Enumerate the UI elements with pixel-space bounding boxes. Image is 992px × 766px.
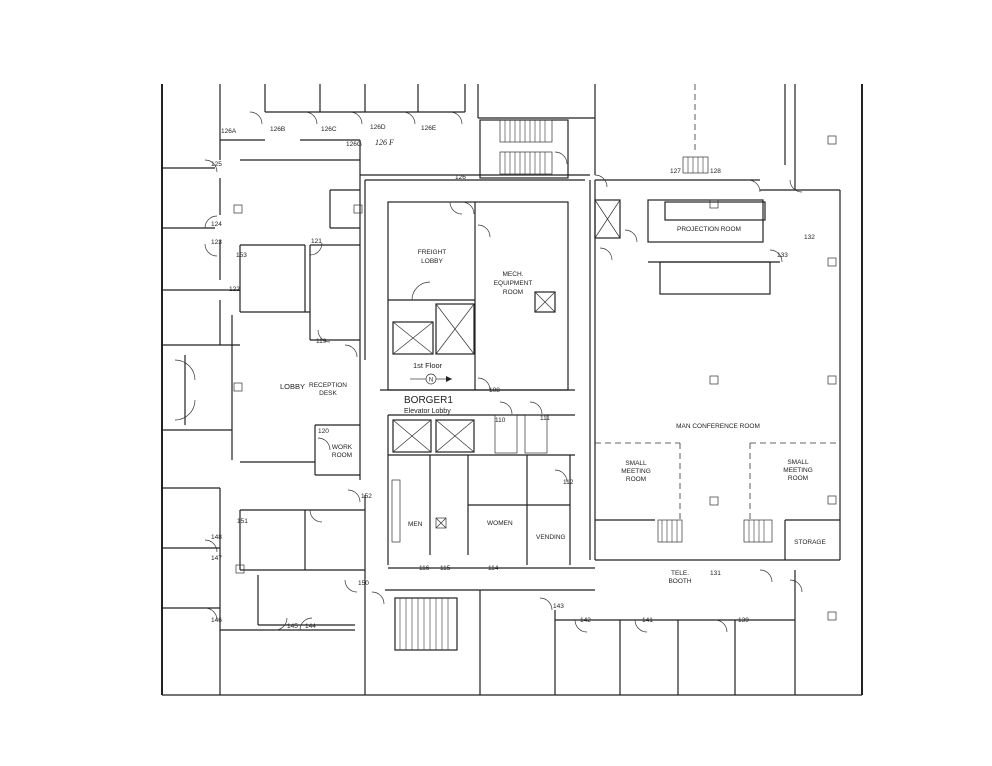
room-number: 112 [563,479,574,486]
exterior-walls [161,84,863,696]
north-stair [479,119,569,179]
room-number: 126B [270,126,285,133]
building-name: BORGER1 [404,395,453,406]
room-number: 116 [419,565,430,572]
work-room-label-line2: ROOM [332,452,352,459]
room-number: 126 [455,174,466,181]
mech-room-label-line2: EQUIPMENT [494,280,533,287]
freight-lobby-label-line1: FREIGHT [418,249,447,256]
room-number: 123 [211,239,222,246]
door-swings [204,111,803,633]
reception-desk-label-line2: DESK [319,390,337,397]
women-label: WOMEN [487,520,513,527]
mech-room-label-line3: ROOM [503,289,523,296]
room-number: 150 [358,580,369,587]
room-number: 108 [489,387,500,394]
north-symbol-label: N [429,378,433,384]
freight-lobby-label-line2: LOBBY [421,258,443,265]
room-number: 110 [495,417,506,424]
room-number: 148 [211,534,222,541]
room-number: 127 [670,168,681,175]
elevator-lobby-label: Elevator Lobby [404,408,451,415]
small-meeting-left-line1: SMALL [625,460,647,467]
men-label: MEN [408,521,423,528]
room-number: 133 [777,252,788,259]
room-number: 141 [642,617,653,624]
title-block: 1st Floor N BORGER1 Elevator Lobby [404,361,453,415]
storage-label: STORAGE [794,539,826,546]
room-number: 124 [211,221,222,228]
lobby-area [162,244,361,480]
room-number: 126A [221,128,237,135]
room-number: 120 [318,428,329,435]
room-number: 131 [710,570,721,577]
south-offices [162,487,796,695]
floor-label: 1st Floor [413,361,443,370]
room-number: 128 [710,168,721,175]
room-number: 151 [237,518,248,525]
room-number: 125 [211,161,222,168]
conference-block [589,140,841,561]
ceiling-diffusers [233,135,837,621]
tele-booth-label-line1: TELE. [671,570,689,577]
room-number: 147 [211,555,222,562]
room-number: 126E [421,125,437,132]
projection-room-label: PROJECTION ROOM [677,226,741,233]
room-number: 132 [804,234,815,241]
north-offices [162,139,590,360]
small-meeting-right-line3: ROOM [788,475,808,482]
tele-booth-label-line2: BOOTH [668,578,691,585]
room-number: 121 [311,238,322,245]
room-number: 142 [580,617,591,624]
room-numbers: 126A 126B 126C 126D 126E 126G 126 F 125 … [211,124,815,630]
mech-room-label-line1: MECH. [503,271,524,278]
room-number: 153 [236,252,247,259]
work-room-label-line1: WORK [332,444,353,451]
small-meeting-left-line3: ROOM [626,476,646,483]
room-number: 119 [316,338,327,345]
lobby-label: LOBBY [280,382,305,391]
room-number: 115 [440,565,451,572]
room-number: 145 [287,623,298,630]
room-number: 126G [346,141,362,148]
small-meeting-left-line2: MEETING [621,468,651,475]
handwritten-label: 126 F [375,138,394,147]
room-number: 114 [488,565,499,572]
room-number: 139 [738,617,749,624]
room-labels: FREIGHT LOBBY MECH. EQUIPMENT ROOM PROJE… [280,226,826,585]
room-number: 126C [321,126,337,133]
room-number: 111 [540,415,550,422]
room-number: 126D [370,124,386,131]
vending-label: VENDING [536,534,566,541]
room-number: 144 [305,623,316,630]
main-conference-label: MAN CONFERENCE ROOM [676,423,760,430]
room-number: 146 [211,617,222,624]
room-number: 143 [553,603,564,610]
room-number: 122 [229,286,240,293]
reception-desk-label-line1: RECEPTION [309,382,347,389]
small-meeting-right-line1: SMALL [787,459,809,466]
restroom-core [380,389,595,569]
small-meeting-right-line2: MEETING [783,467,813,474]
room-number: 152 [361,493,372,500]
